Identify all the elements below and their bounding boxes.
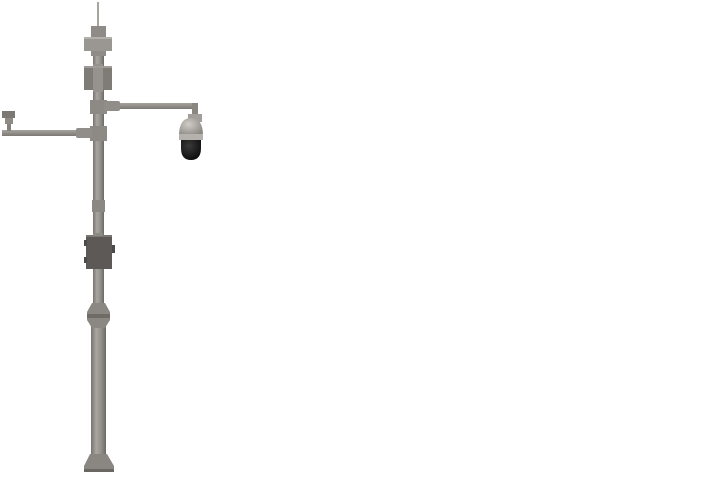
junction-box-icon (84, 233, 115, 269)
lower-arm-clamp (90, 126, 107, 141)
top-cross-fixture (84, 26, 112, 56)
pole-upper (93, 28, 104, 308)
sensor-arm (2, 128, 92, 138)
antenna-panel (84, 64, 112, 92)
pole-flange (87, 303, 110, 328)
pole-base (84, 454, 114, 472)
pole-collar (92, 200, 105, 212)
sensor-head-icon (2, 111, 15, 131)
pole-lower (91, 308, 106, 458)
camera-arm (104, 101, 198, 117)
dome-camera-icon (179, 114, 203, 160)
upper-arm-clamp (90, 100, 107, 114)
